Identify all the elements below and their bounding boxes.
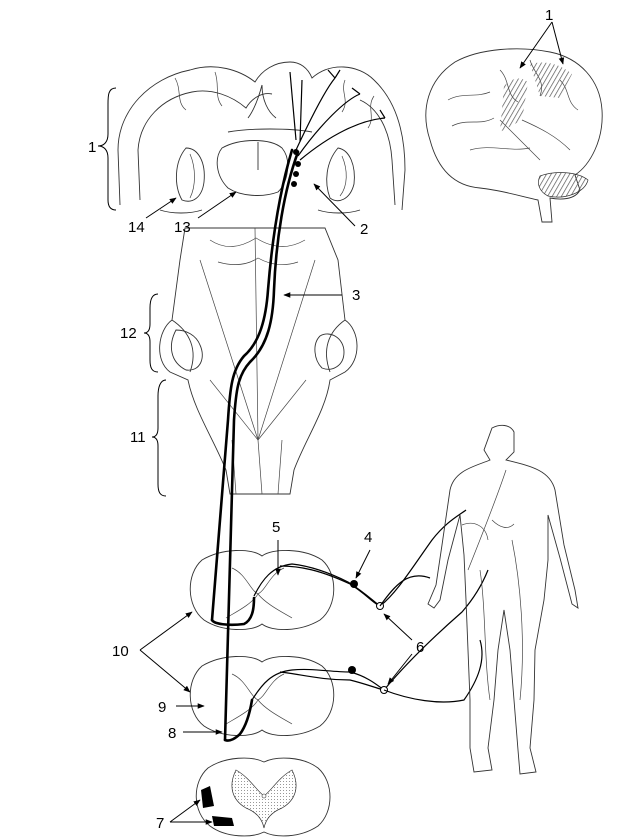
label-11: 11 — [130, 429, 146, 446]
label-1-brain: 1 — [88, 139, 96, 156]
brain-coronal-section — [117, 61, 406, 214]
label-13: 13 — [174, 219, 191, 236]
inset-brain-lateral — [425, 48, 603, 223]
brainstem — [159, 227, 358, 495]
labels: 1 1 2 3 4 5 6 7 8 9 10 11 12 13 14 — [88, 7, 553, 832]
brace-12 — [143, 293, 159, 373]
label-14: 14 — [128, 219, 145, 236]
label-12: 12 — [120, 325, 137, 342]
brace-11 — [151, 379, 167, 497]
brace-1 — [97, 87, 117, 211]
spinal-cord-bottom-section — [195, 757, 331, 837]
label-7: 7 — [156, 815, 164, 832]
label-9: 9 — [158, 699, 166, 716]
label-3: 3 — [352, 287, 360, 304]
label-5: 5 — [272, 519, 280, 536]
label-8: 8 — [168, 725, 176, 742]
spinal-cord-upper-section — [189, 549, 335, 631]
label-1-inset: 1 — [545, 7, 553, 24]
body-figure — [427, 424, 579, 775]
braces — [97, 87, 167, 497]
corticospinal-tract — [210, 69, 386, 742]
label-2: 2 — [360, 221, 368, 238]
spinal-cord-lower-section — [189, 655, 335, 737]
label-6: 6 — [416, 639, 424, 656]
label-4: 4 — [364, 529, 372, 546]
label-10: 10 — [112, 643, 129, 660]
peripheral-nerves — [251, 509, 489, 703]
arrows — [139, 21, 565, 825]
